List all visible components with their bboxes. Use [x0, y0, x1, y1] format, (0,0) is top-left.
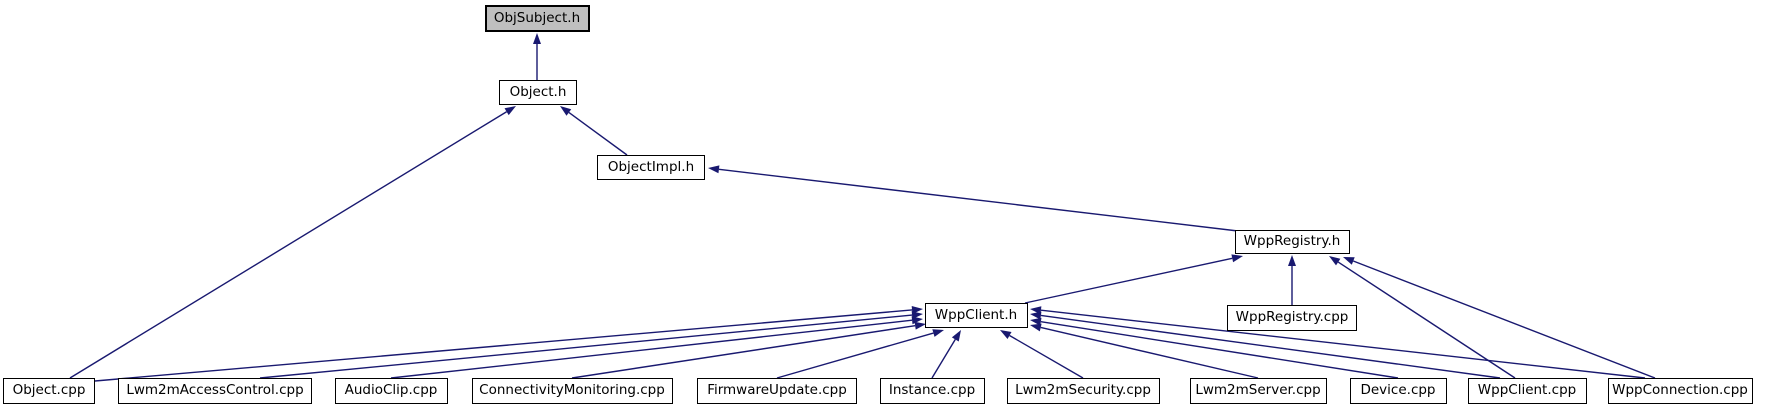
- arrowhead-icon: [932, 329, 944, 337]
- edge-objectimpl-h-to-object-h: [560, 106, 628, 156]
- graph-node-wppregistry-cpp[interactable]: WppRegistry.cpp: [1227, 305, 1357, 331]
- edge-firmwareupdate-cpp-to-wppclient-h: [776, 329, 944, 379]
- arrowhead-icon: [1030, 311, 1042, 320]
- edge-lwm2msecurity-cpp-to-wppclient-h: [1000, 330, 1084, 379]
- arrowhead-icon: [560, 106, 572, 116]
- arrowhead-icon: [1288, 255, 1296, 266]
- edge-wppclient-h-to-wppregistry-h: [1024, 254, 1243, 304]
- graph-node-lwm2msecurity-cpp[interactable]: Lwm2mSecurity.cpp: [1006, 378, 1160, 404]
- edge-device-cpp-to-wppclient-h: [1030, 317, 1399, 379]
- graph-node-wppconnection-cpp[interactable]: WppConnection.cpp: [1607, 378, 1753, 404]
- arrowhead-icon: [708, 165, 720, 174]
- edge-wppconnection-cpp-to-wppclient-h: [1030, 306, 1646, 379]
- edge-lwm2maccesscontrol-cpp-to-wppclient-h: [259, 311, 923, 379]
- arrowhead-icon: [914, 321, 926, 330]
- arrowhead-icon: [1000, 330, 1012, 339]
- arrowhead-icon: [504, 106, 516, 116]
- arrowhead-icon: [951, 330, 961, 342]
- edge-instance-cpp-to-wppclient-h: [931, 330, 961, 379]
- arrowhead-icon: [533, 33, 541, 44]
- arrowhead-icon: [1343, 257, 1355, 265]
- edge-lwm2mserver-cpp-to-wppclient-h: [1030, 323, 1259, 379]
- edge-audioclip-cpp-to-wppclient-h: [390, 316, 923, 379]
- graph-node-firmwareupdate-cpp[interactable]: FirmwareUpdate.cpp: [697, 378, 857, 404]
- edge-object-h-to-objsubject-h: [533, 33, 541, 80]
- graph-node-objsubject-h[interactable]: ObjSubject.h: [484, 5, 590, 32]
- edge-wppclient-cpp-to-wppclient-h: [1030, 311, 1501, 379]
- graph-node-object-h[interactable]: Object.h: [499, 80, 577, 105]
- graph-node-wppclient-cpp[interactable]: WppClient.cpp: [1467, 378, 1587, 404]
- graph-node-wppclient-h[interactable]: WppClient.h: [924, 303, 1028, 328]
- arrowhead-icon: [1231, 254, 1243, 263]
- edge-wppregistry-h-to-objectimpl-h: [708, 165, 1239, 232]
- graph-node-instance-cpp[interactable]: Instance.cpp: [879, 378, 985, 404]
- edge-connectivitymonitoring-cpp-to-wppclient-h: [571, 321, 926, 379]
- edge-wppconnection-cpp-to-wppregistry-h: [1343, 257, 1656, 379]
- graph-node-lwm2mserver-cpp[interactable]: Lwm2mServer.cpp: [1189, 378, 1327, 404]
- graph-node-wppregistry-h[interactable]: WppRegistry.h: [1234, 230, 1350, 254]
- arrowhead-icon: [1030, 323, 1042, 332]
- graph-node-audioclip-cpp[interactable]: AudioClip.cpp: [334, 378, 448, 404]
- graph-node-device-cpp[interactable]: Device.cpp: [1349, 378, 1447, 404]
- edge-object-cpp-to-object-h: [69, 106, 516, 379]
- arrowhead-icon: [1030, 306, 1042, 315]
- arrowhead-icon: [1329, 256, 1341, 266]
- graph-node-lwm2maccesscontrol-cpp[interactable]: Lwm2mAccessControl.cpp: [118, 378, 312, 404]
- edge-wppregistry-cpp-to-wppregistry-h: [1288, 255, 1296, 305]
- graph-node-connectivitymonitoring-cpp[interactable]: ConnectivityMonitoring.cpp: [471, 378, 673, 404]
- graph-node-objectimpl-h[interactable]: ObjectImpl.h: [597, 155, 705, 180]
- arrowhead-icon: [911, 316, 923, 325]
- graph-node-object-cpp[interactable]: Object.cpp: [3, 378, 95, 404]
- arrowhead-icon: [1030, 317, 1042, 326]
- edge-wppclient-cpp-to-wppregistry-h: [1329, 256, 1516, 379]
